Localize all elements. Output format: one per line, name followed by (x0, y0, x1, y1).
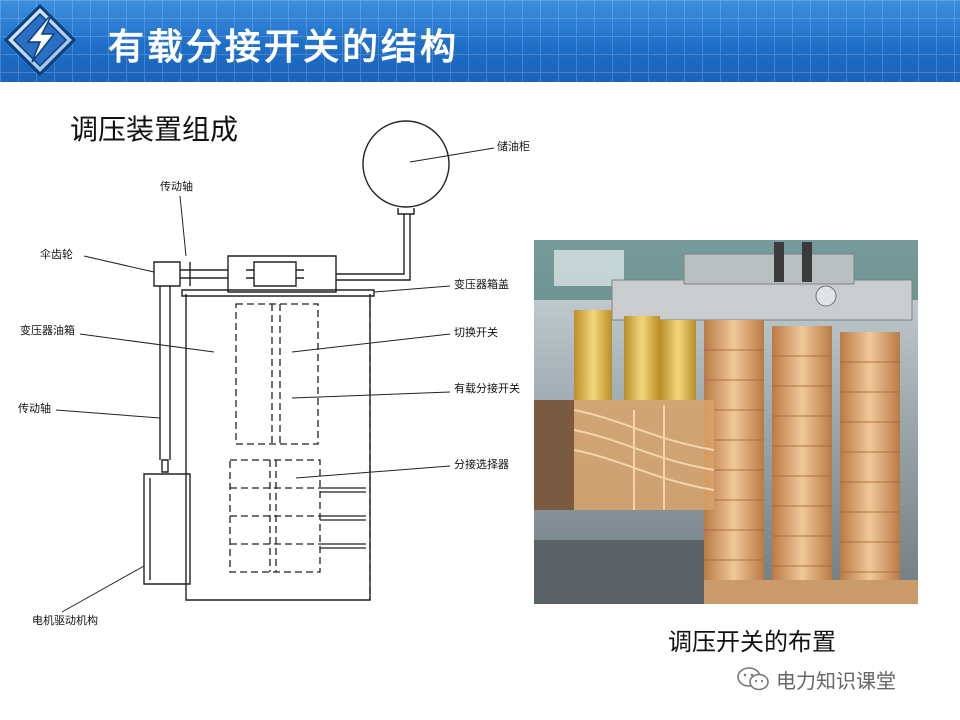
diverter-switch-shape (235, 303, 319, 445)
label-tank-cover: 变压器箱盖 (454, 277, 509, 291)
label-transformer-tank: 变压器油箱 (20, 323, 75, 337)
tank-cover-shape (181, 289, 375, 297)
label-diverter-switch: 切换开关 (454, 325, 498, 339)
lightning-logo-icon (4, 4, 76, 76)
label-motor-drive: 电机驱动机构 (32, 613, 98, 627)
title-bar-grid (0, 0, 960, 82)
oltc-structure-diagram: 储油柜 传动轴 伞齿轮 变压器箱盖 变压器油箱 切换开关 有载分接开关 传动轴 … (18, 120, 530, 627)
label-tap-selector: 分接选择器 (454, 457, 509, 471)
label-bevel-gear: 伞齿轮 (40, 247, 73, 261)
transformer-tank-shape (185, 294, 371, 601)
tap-selector-shape (229, 459, 321, 573)
watermark: 电力知识课堂 (736, 664, 896, 694)
label-drive-shaft-top: 传动轴 (160, 179, 193, 193)
page-title: 有载分接开关的结构 (108, 27, 460, 68)
section-subtitle: 调压装置组成 (70, 113, 239, 146)
motor-drive-shape (143, 473, 191, 585)
wechat-icon (737, 667, 769, 691)
oil-conservator-shape (362, 120, 450, 208)
label-drive-shaft-side: 传动轴 (18, 401, 51, 415)
photo-caption: 调压开关的布置 (668, 628, 836, 656)
watermark-text: 电力知识课堂 (776, 668, 896, 693)
label-oltc: 有载分接开关 (454, 381, 520, 395)
label-oil-conservator: 储油柜 (497, 139, 530, 153)
transformer-photo (534, 240, 918, 604)
title-bar: 有载分接开关的结构 (0, 0, 960, 82)
